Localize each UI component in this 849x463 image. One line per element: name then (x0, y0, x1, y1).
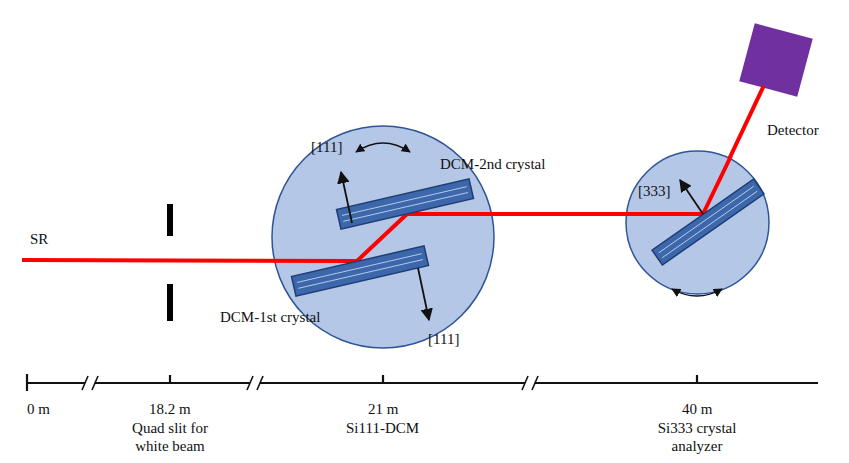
crystal-label: DCM-2nd crystal (440, 155, 545, 173)
source-label: SR (30, 230, 48, 248)
crystal (652, 179, 764, 265)
x-ray-beam (730, 88, 763, 158)
normal-arrow (341, 172, 352, 223)
normal-arrow (418, 268, 429, 320)
distance-label: 18.2 m (149, 400, 191, 418)
direction-label: [111] (428, 330, 459, 348)
distance-scale (27, 374, 818, 391)
component-label: Quad slit for white beam (120, 419, 220, 455)
rotation-arrow (672, 289, 722, 296)
detector-label: Detector (767, 121, 819, 139)
rotation-arrow (356, 143, 410, 152)
crystal (336, 179, 473, 229)
distance-label: 40 m (682, 400, 712, 418)
sr-beam (22, 260, 357, 261)
crystal-label: DCM-1st crystal (220, 308, 320, 326)
direction-label: [111] (311, 138, 342, 156)
crystal (291, 246, 428, 296)
scale-break (82, 376, 538, 390)
component-label: Si111-DCM (346, 419, 419, 437)
x-ray-beam (493, 212, 626, 216)
detector-outline (740, 24, 812, 96)
detector: Detector (740, 24, 812, 96)
slit-blade (167, 204, 173, 236)
distance-label: 21 m (368, 400, 398, 418)
normal-arrow (680, 180, 703, 214)
slit-blade (167, 284, 173, 321)
direction-label: [333] (638, 182, 671, 200)
component-label: Si333 crystal analyzer (647, 419, 747, 455)
distance-label: 0 m (27, 400, 50, 418)
